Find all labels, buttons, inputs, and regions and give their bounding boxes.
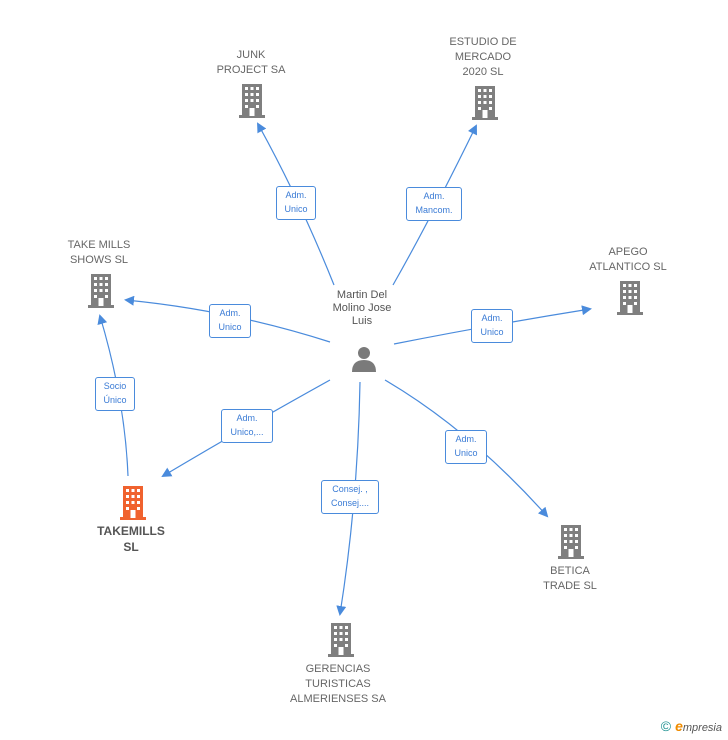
relation-label-takemills[interactable]: Adm. Unico,... (221, 409, 273, 443)
relation-label-apego[interactable]: Adm. Unico (471, 309, 513, 343)
company-label-junk[interactable]: JUNK PROJECT SA (216, 49, 286, 76)
company-label-betica[interactable]: BETICA TRADE SL (543, 565, 597, 592)
copyright-icon: © (660, 718, 672, 734)
building-icon-gerencias[interactable] (326, 623, 356, 662)
company-label-takemillsshows[interactable]: TAKE MILLS SHOWS SL (67, 239, 131, 266)
building-icon-apego[interactable] (615, 281, 645, 320)
building-icon-junk[interactable] (237, 84, 267, 123)
company-label-takemills[interactable]: TAKEMILLS SL (97, 524, 165, 554)
relation-label-junk[interactable]: Adm. Unico (276, 186, 316, 220)
relation-label-gerencias[interactable]: Consej. , Consej.... (321, 480, 379, 514)
copyright-footer: ©empresia (661, 718, 722, 734)
person-icon[interactable] (350, 344, 378, 372)
empresia-logo-text: mpresia (682, 722, 722, 734)
person-name[interactable]: Martin Del Molino Jose Luis (332, 289, 392, 327)
company-label-gerencias[interactable]: GERENCIAS TURISTICAS ALMERIENSES SA (290, 663, 386, 705)
company-label-apego[interactable]: APEGO ATLANTICO SL (589, 246, 667, 273)
building-icon-takemillsshows[interactable] (86, 274, 116, 313)
building-icon-estudio[interactable] (470, 86, 500, 125)
empresia-logo-initial: e (675, 718, 683, 734)
relation-label-estudio[interactable]: Adm. Mancom. (406, 187, 462, 221)
relation-label-takemillsshows[interactable]: Adm. Unico (209, 304, 251, 338)
relation-label-socio[interactable]: Socio Único (95, 377, 135, 411)
building-icon-takemills[interactable] (118, 486, 148, 525)
building-icon-betica[interactable] (556, 525, 586, 564)
company-label-estudio[interactable]: ESTUDIO DE MERCADO 2020 SL (449, 36, 517, 78)
relation-label-betica[interactable]: Adm. Unico (445, 430, 487, 464)
